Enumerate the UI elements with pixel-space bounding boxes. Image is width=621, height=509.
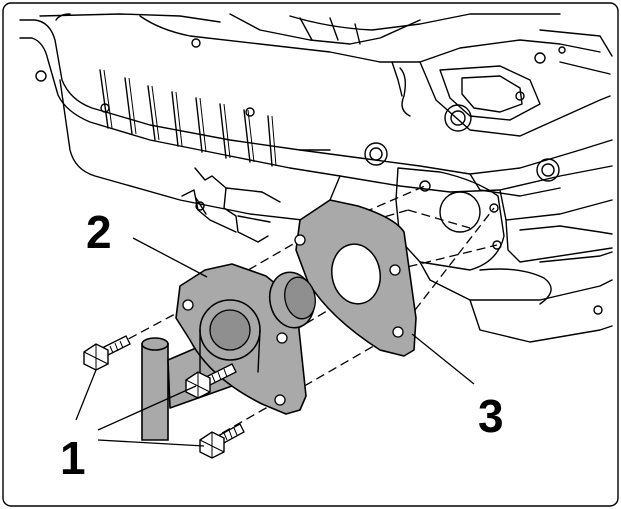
bolt-upper <box>83 335 131 371</box>
engine-subframe <box>19 13 613 343</box>
callout-2: 2 <box>86 206 112 258</box>
bolt-middle <box>185 363 237 399</box>
callout-1: 1 <box>60 432 86 484</box>
hex-flange-bolt-icon <box>83 335 245 459</box>
callout-3: 3 <box>478 390 504 442</box>
gasket <box>294 199 417 357</box>
bolt-lower <box>199 423 245 459</box>
leader-lines <box>75 237 475 447</box>
